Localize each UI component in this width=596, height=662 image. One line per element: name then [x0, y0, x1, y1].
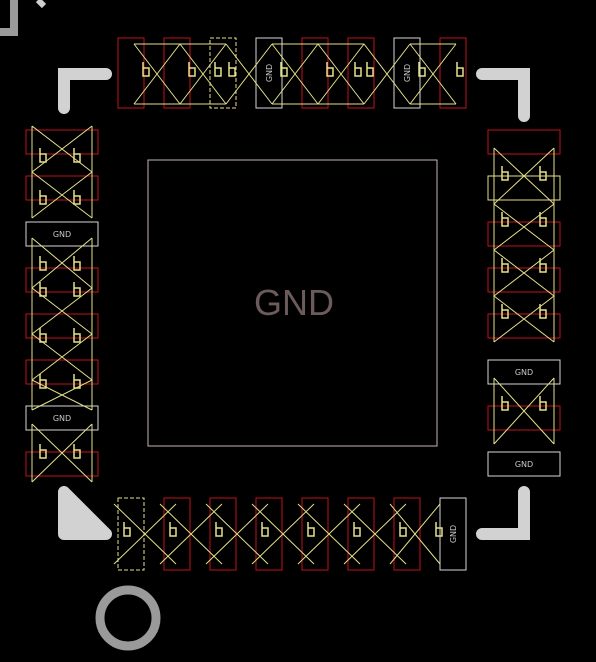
pad-bottom-8-label: GND	[449, 525, 458, 543]
courtyard-cross	[31, 379, 93, 411]
pad-right-8-gnd[interactable]	[487, 451, 561, 477]
silkscreen-corner-top-left	[58, 68, 112, 114]
courtyard-cross	[31, 333, 93, 381]
pad-bottom-3[interactable]	[209, 497, 237, 571]
courtyard-cross	[389, 503, 441, 565]
pad-left-7-gnd[interactable]	[25, 405, 99, 431]
pin1-marker-circle	[95, 585, 161, 651]
pad-top-8[interactable]	[439, 37, 467, 109]
courtyard-cross	[159, 503, 223, 565]
pad-markers-top	[142, 62, 464, 77]
pad-right-2[interactable]	[487, 175, 561, 201]
pad-right-4[interactable]	[487, 267, 561, 293]
courtyard-cross	[31, 125, 93, 173]
pad-bottom-4[interactable]	[255, 497, 283, 571]
pad-right-6-label: GND	[515, 368, 533, 377]
pad-top-3[interactable]	[209, 37, 237, 109]
pad-markers-bottom	[123, 522, 443, 537]
pad-right-3[interactable]	[487, 221, 561, 247]
courtyard-cross	[317, 43, 365, 105]
right-pad-column: GND GND	[487, 129, 561, 477]
courtyard-cross	[31, 287, 93, 335]
pad-left-3-gnd[interactable]	[25, 221, 99, 247]
pad-left-4[interactable]	[25, 267, 99, 293]
pad-left-7-label: GND	[53, 414, 71, 423]
pad-bottom-6[interactable]	[347, 497, 375, 571]
pad-left-3-label: GND	[53, 230, 71, 239]
left-pad-column: GND GND	[25, 125, 99, 483]
silkscreen-corner-fragment	[35, 0, 47, 9]
courtyard-cross	[31, 423, 93, 483]
pad-top-2[interactable]	[163, 37, 191, 109]
silkscreen-corner-fragment	[0, 0, 18, 36]
pad-top-5[interactable]	[301, 37, 329, 109]
pad-top-4-label: GND	[265, 64, 274, 82]
pad-right-7[interactable]	[487, 405, 561, 431]
center-pad-label: GND	[254, 282, 334, 323]
pad-markers-left	[39, 148, 81, 459]
courtyard-cross	[225, 43, 273, 105]
courtyard-cross	[251, 503, 315, 565]
courtyard-cross	[493, 377, 555, 445]
pad-right-5[interactable]	[487, 313, 561, 339]
pad-right-1[interactable]	[487, 129, 561, 155]
pad-left-6[interactable]	[25, 359, 99, 385]
courtyard-cross	[493, 249, 555, 297]
pad-left-1[interactable]	[25, 129, 99, 155]
center-exposed-pad[interactable]	[147, 159, 438, 447]
courtyard-cross	[271, 43, 319, 105]
courtyard-cross	[205, 503, 269, 565]
courtyard-cross	[133, 43, 181, 105]
pad-bottom-5[interactable]	[301, 497, 329, 571]
pad-top-1[interactable]	[117, 37, 145, 109]
pad-left-8[interactable]	[25, 451, 99, 477]
courtyard-cross	[31, 237, 93, 289]
pad-right-8-label: GND	[515, 460, 533, 469]
pad-bottom-7[interactable]	[393, 497, 421, 571]
pad-bottom-1[interactable]	[117, 497, 145, 571]
courtyard-cross	[297, 503, 361, 565]
courtyard-cross	[409, 43, 457, 105]
courtyard-cross	[179, 43, 227, 105]
courtyard-cross	[31, 171, 93, 219]
pad-bottom-8-gnd[interactable]	[439, 497, 467, 571]
pad-markers-right	[501, 166, 547, 411]
pad-bottom-2[interactable]	[163, 497, 191, 571]
pad-top-7-label: GND	[403, 64, 412, 82]
top-pad-row: GND GND	[117, 37, 467, 109]
courtyard-cross	[493, 203, 555, 251]
silkscreen-corner-bottom-left	[58, 486, 112, 540]
silkscreen-corner-bottom-right	[476, 486, 530, 540]
pad-top-6[interactable]	[347, 37, 375, 109]
pad-left-5[interactable]	[25, 313, 99, 339]
silkscreen-corner-top-right	[476, 68, 530, 122]
pad-right-6-gnd[interactable]	[487, 359, 561, 385]
pad-left-2[interactable]	[25, 175, 99, 201]
courtyard-cross	[493, 295, 555, 343]
courtyard-cross	[363, 43, 411, 105]
courtyard-cross	[113, 503, 177, 565]
bottom-pad-row: GND	[113, 497, 467, 571]
courtyard-cross	[343, 503, 407, 565]
pad-top-7-gnd[interactable]	[393, 37, 421, 109]
courtyard-cross	[493, 147, 555, 205]
pad-top-4-gnd[interactable]	[255, 37, 283, 109]
